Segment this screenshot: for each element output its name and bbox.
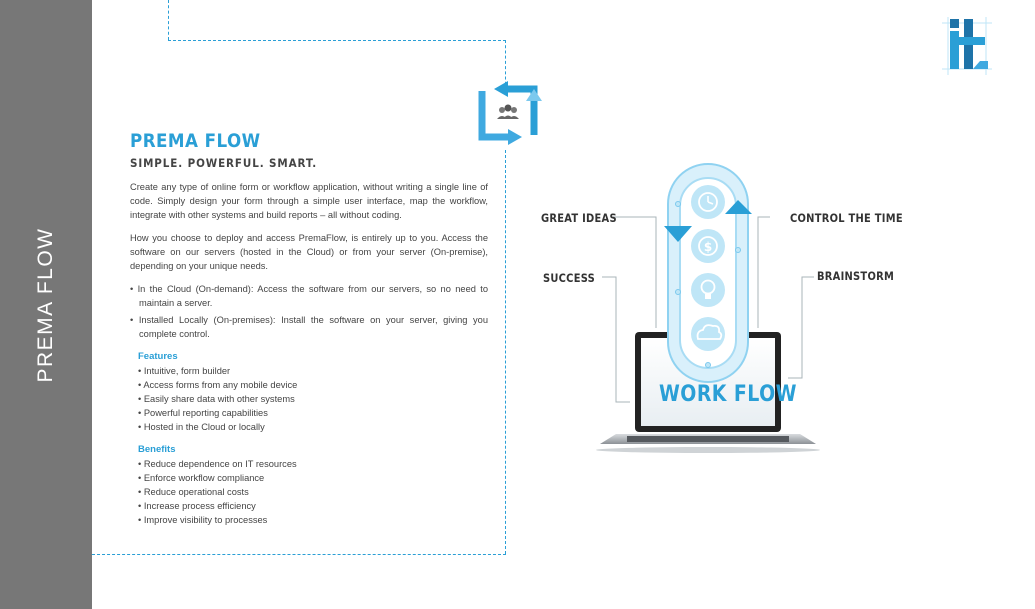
intro-paragraph: Create any type of online form or workfl… xyxy=(130,182,488,220)
deploy-options-list: • In the Cloud (On-demand): Access the s… xyxy=(130,282,488,341)
cloud-icon xyxy=(696,324,723,340)
sidebar-title: PREMA FLOW xyxy=(34,227,57,383)
list-item: • Installed Locally (On-premises): Insta… xyxy=(130,315,488,339)
dollar-icon: $ xyxy=(698,236,718,256)
clock-icon xyxy=(698,192,718,212)
dashed-line xyxy=(505,150,506,554)
deploy-paragraph: How you choose to deploy and access Prem… xyxy=(130,233,488,271)
list-item: • Hosted in the Cloud or locally xyxy=(138,422,265,432)
control-time-label: CONTROL THE TIME xyxy=(790,211,903,225)
list-item: • Improve visibility to processes xyxy=(138,515,268,525)
list-item: • Access forms from any mobile device xyxy=(138,380,298,390)
dashed-line xyxy=(92,554,506,555)
features-heading: Features xyxy=(138,351,178,362)
list-item: • In the Cloud (On-demand): Access the s… xyxy=(130,284,488,308)
list-item: • Easily share data with other systems xyxy=(138,394,295,404)
success-label: SUCCESS xyxy=(543,271,596,285)
list-item: • Powerful reporting capabilities xyxy=(138,408,268,418)
workflow-graphic: $ xyxy=(596,163,820,453)
features-section: Features • Intuitive, form builder • Acc… xyxy=(138,351,488,527)
main-content: PREMA FLOW SIMPLE. POWERFUL. SMART. Crea… xyxy=(130,130,488,527)
great-ideas-label: GREAT IDEAS xyxy=(541,211,617,225)
benefits-list: • Reduce dependence on IT resources • En… xyxy=(138,457,488,527)
workflow-diagram: $ GREAT IDEAS CONTROL THE TIME SUCCESS B… xyxy=(530,160,910,460)
refresh-people-icon xyxy=(478,81,542,145)
dashed-line xyxy=(505,40,506,90)
lightbulb-icon xyxy=(700,279,716,299)
page-title: PREMA FLOW xyxy=(130,130,261,152)
list-item: • Enforce workflow compliance xyxy=(138,473,265,483)
sidebar: PREMA FLOW xyxy=(0,0,92,609)
svg-text:$: $ xyxy=(704,240,712,254)
dashed-line xyxy=(168,0,169,40)
page-subtitle: SIMPLE. POWERFUL. SMART. xyxy=(130,156,318,170)
benefits-heading: Benefits xyxy=(138,444,176,455)
list-item: • Intuitive, form builder xyxy=(138,366,231,376)
brainstorm-label: BRAINSTORM xyxy=(817,269,895,283)
list-item: • Increase process efficiency xyxy=(138,501,256,511)
list-item: • Reduce dependence on IT resources xyxy=(138,459,297,469)
dashed-line xyxy=(168,40,506,41)
workflow-label: WORK FLOW xyxy=(659,382,797,407)
brand-logo-icon xyxy=(942,17,992,75)
list-item: • Reduce operational costs xyxy=(138,487,249,497)
features-list: • Intuitive, form builder • Access forms… xyxy=(138,364,488,434)
